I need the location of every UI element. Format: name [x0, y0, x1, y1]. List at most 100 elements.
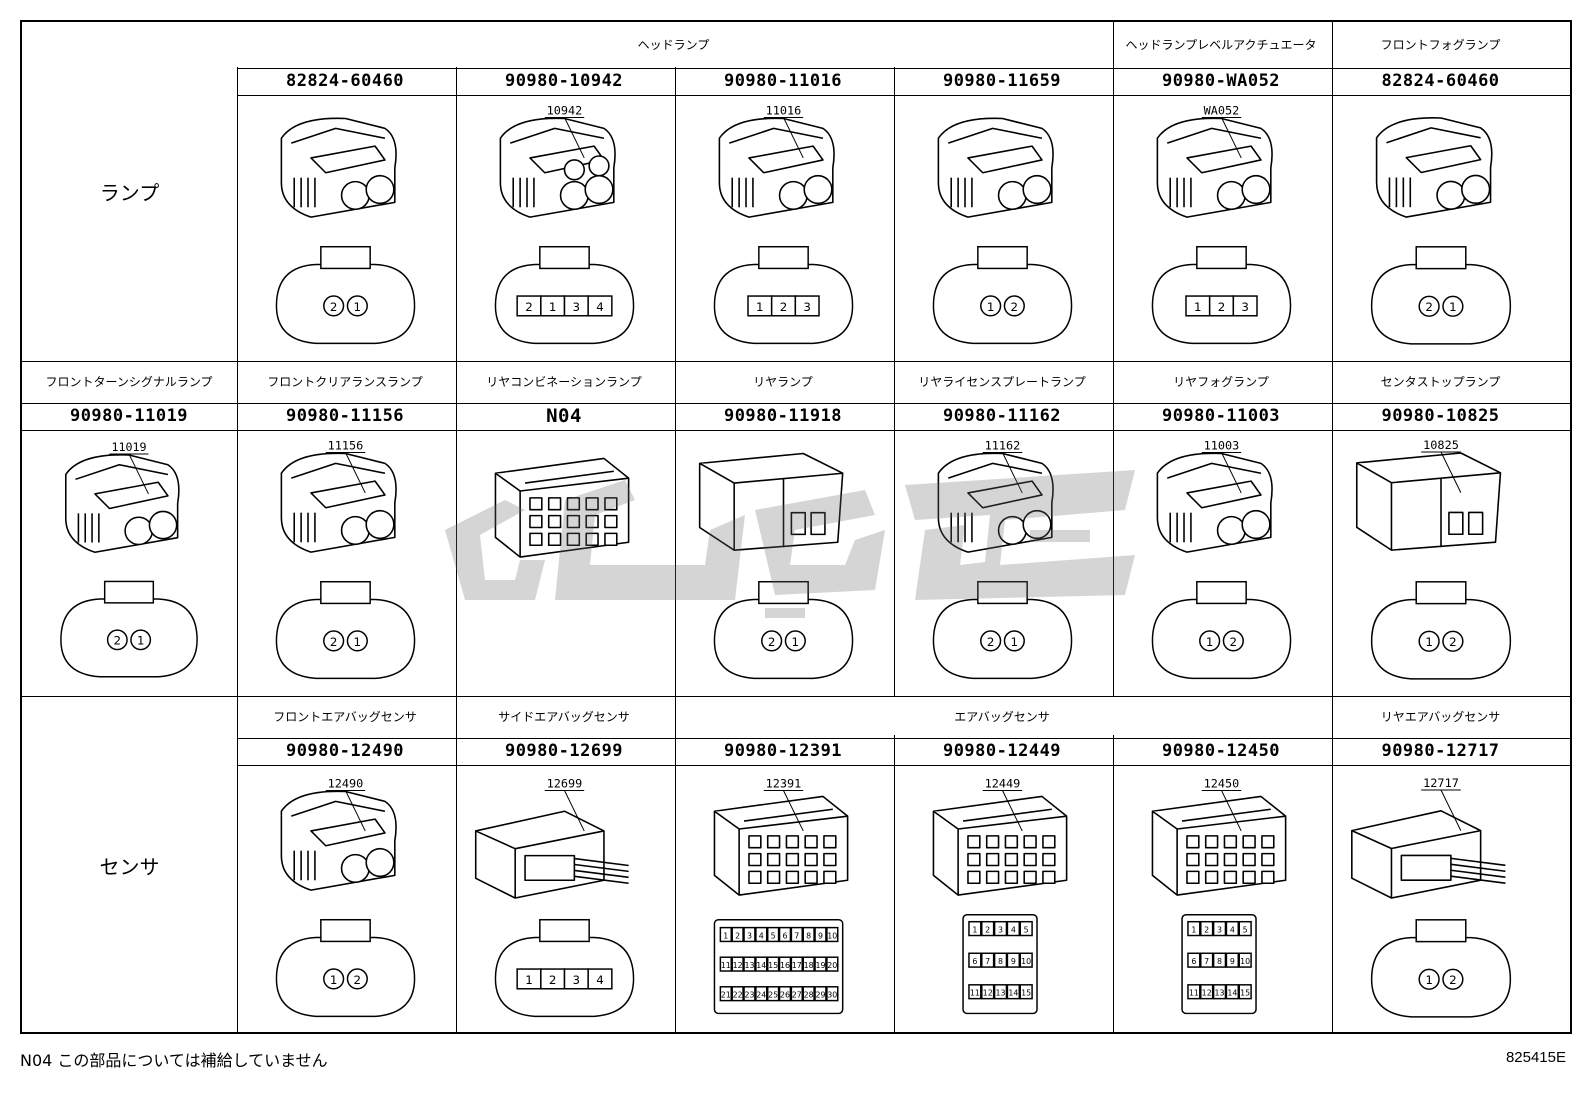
pin-number: 13 [1215, 989, 1225, 998]
pin-number: 2 [525, 300, 533, 314]
pin-number: 29 [815, 991, 825, 1000]
pin-number: 18 [804, 961, 814, 970]
connector-tag: 12717 [1423, 776, 1459, 790]
part-name: リヤライセンスプレートランプ [918, 374, 1086, 389]
connector-illustration [456, 431, 673, 693]
pin-number: 2 [549, 973, 557, 987]
pin-number: 1 [756, 300, 764, 314]
pin-number: 22 [733, 991, 743, 1000]
pin-number: 3 [1241, 300, 1249, 314]
connector-tag: WA052 [1204, 104, 1240, 118]
pin-number: 4 [1230, 926, 1235, 935]
grid-line [675, 22, 676, 1034]
grid-line [237, 765, 1572, 766]
grid-line [22, 361, 1572, 362]
pin-number: 1 [1425, 973, 1433, 987]
pin-number: 15 [1021, 989, 1031, 998]
pin-number: 7 [794, 931, 799, 940]
pin-number: 11 [970, 989, 980, 998]
pin-number: 2 [1218, 300, 1226, 314]
pin-number: 2 [768, 635, 776, 649]
pin-number: 6 [782, 931, 787, 940]
pin-number: 3 [573, 300, 581, 314]
connector-tag: 11016 [766, 104, 802, 118]
pin-number: 8 [1217, 957, 1222, 966]
connector-tag: 11003 [1204, 439, 1240, 453]
pin-number: 25 [768, 991, 778, 1000]
pin-number: 9 [1230, 957, 1235, 966]
pin-number: 2 [1449, 973, 1457, 987]
part-number: 90980-11162 [942, 405, 1062, 426]
pin-number: 10 [1240, 957, 1250, 966]
pin-number: 2 [1449, 635, 1457, 649]
grid-line [237, 22, 238, 1034]
pin-number: 30 [827, 991, 837, 1000]
pin-number: 15 [1240, 989, 1250, 998]
pin-number: 2 [985, 926, 990, 935]
pin-number: 1 [792, 635, 800, 649]
pin-number: 10 [827, 931, 837, 940]
pin-number: 20 [827, 961, 837, 970]
part-name: フロントクリアランスランプ [267, 374, 423, 389]
pin-number: 26 [780, 991, 790, 1000]
pin-number: 1 [723, 931, 728, 940]
category-sensor: センサ [99, 854, 160, 879]
connector-tag: 11162 [985, 439, 1021, 453]
part-number: N04 [546, 404, 582, 427]
group-front-airbag: フロントエアバッグセンサ [273, 709, 417, 724]
connector-tag: 12391 [766, 777, 802, 791]
grid-line [22, 430, 1572, 431]
pin-number: 4 [759, 931, 764, 940]
pin-number: 4 [1011, 926, 1016, 935]
grid-line [22, 696, 1572, 697]
connector-tag: 12490 [328, 777, 364, 791]
pin-number: 2 [1230, 635, 1238, 649]
part-number: 90980-12717 [1381, 740, 1500, 761]
pin-number: 8 [806, 931, 811, 940]
category-lamp: ランプ [99, 181, 160, 205]
pin-number: 7 [985, 957, 990, 966]
pin-number: 1 [1011, 635, 1019, 649]
group-front-fog: フロントフォグランプ [1380, 38, 1501, 52]
pin-number: 2 [735, 931, 740, 940]
pin-number: 3 [747, 931, 752, 940]
pin-number: 24 [756, 991, 766, 1000]
pin-number: 10 [1021, 957, 1031, 966]
pin-number: 12 [733, 961, 743, 970]
pin-number: 5 [771, 931, 776, 940]
pin-number: 1 [137, 634, 144, 648]
part-name: フロントターンシグナルランプ [45, 374, 213, 389]
pin-number: 2 [354, 973, 362, 987]
pin-number: 2 [330, 300, 338, 314]
pin-number: 19 [815, 961, 825, 970]
pin-number: 14 [1227, 989, 1237, 998]
pin-number: 15 [768, 961, 778, 970]
part-number: 90980-11003 [1161, 405, 1281, 426]
part-number: 90980-12391 [723, 740, 843, 761]
group-side-airbag: サイドエアバッグセンサ [498, 709, 630, 724]
grid-line [894, 22, 895, 1034]
pin-number: 13 [744, 961, 754, 970]
part-number: 90980-12449 [942, 740, 1062, 761]
group-rear-airbag: リヤエアバッグセンサ [1380, 709, 1501, 724]
connector-tag: 12449 [985, 777, 1021, 791]
pin-number: 11 [1189, 989, 1199, 998]
grid-line [237, 738, 1572, 739]
watermark-logo [445, 470, 1145, 630]
part-number: 90980-11016 [723, 70, 843, 91]
pin-number: 12 [983, 989, 993, 998]
group-headlamp-leveling: ヘッドランプレベルアクチュエータ [1125, 38, 1317, 52]
connector-chart: ランプ センサ [20, 20, 1572, 1034]
pin-number: 14 [756, 961, 766, 970]
connector-tag: 12450 [1204, 777, 1240, 791]
pin-number: 13 [996, 989, 1006, 998]
pin-number: 9 [1011, 957, 1016, 966]
